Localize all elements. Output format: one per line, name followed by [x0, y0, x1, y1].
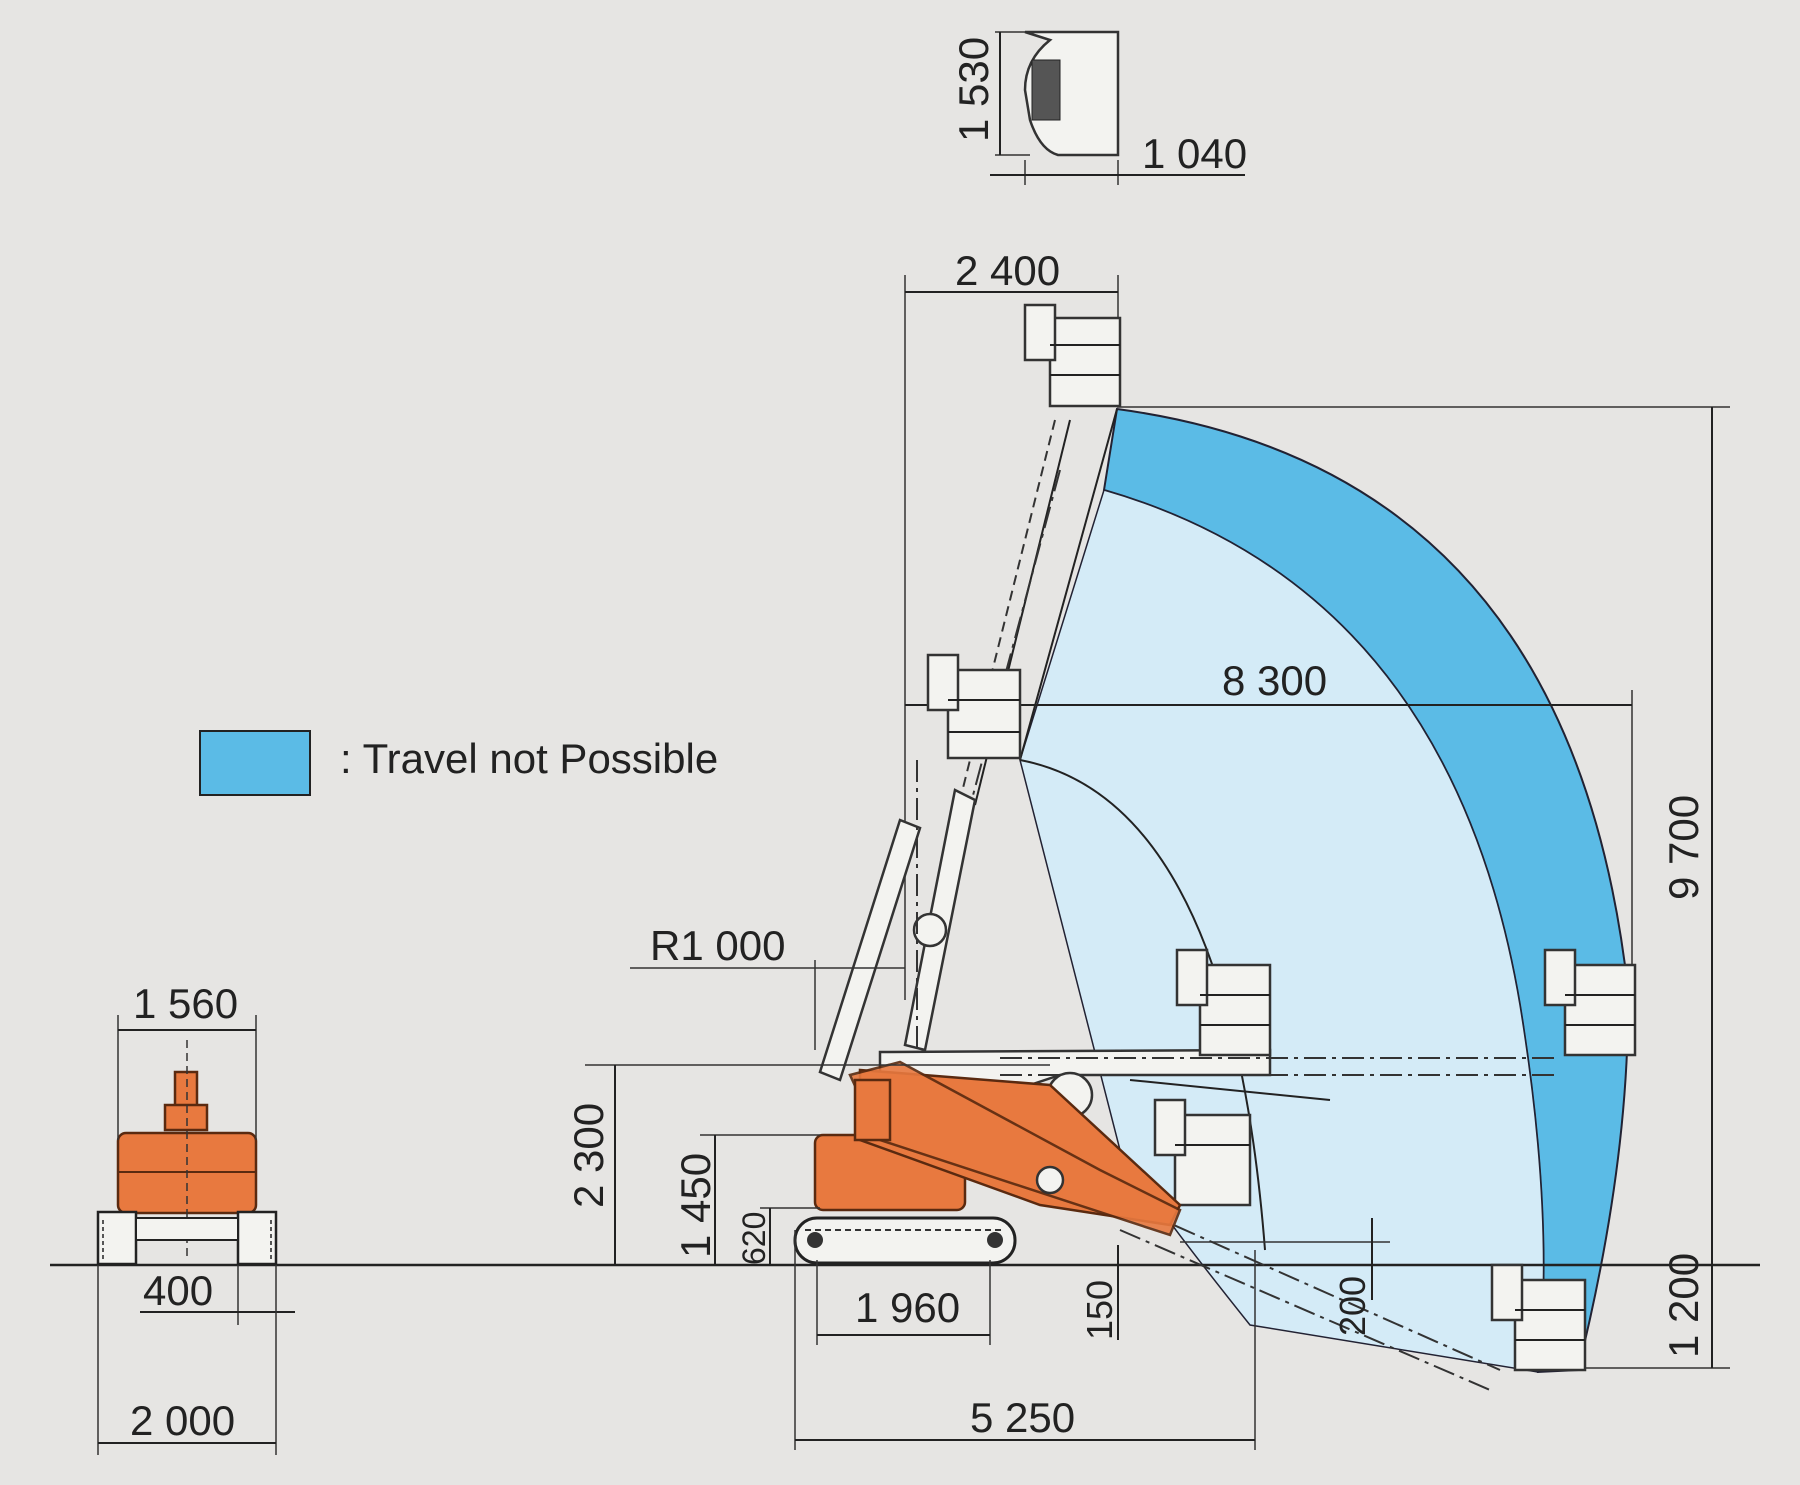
legend-swatch [199, 730, 311, 796]
dim-platform-width: 1 040 [1142, 130, 1247, 177]
dim-pivot-height: 2 300 [565, 1103, 612, 1208]
dim-platform-height: 1 530 [950, 37, 997, 142]
boom-structure [818, 303, 1637, 1391]
dim-front-width: 1 560 [133, 980, 238, 1027]
dim-bottom: 1 960 5 250 150 200 [794, 1218, 1390, 1450]
dim-track-length: 1 960 [855, 1284, 960, 1331]
working-envelope [1019, 407, 1630, 1374]
dim-max-outreach: 8 300 [1222, 657, 1327, 704]
dim-machine-left: 2 300 1 450 620 R1 000 [565, 922, 1050, 1265]
dim-track-height: 620 [736, 1212, 772, 1265]
dim-front-track-width: 400 [143, 1267, 213, 1314]
dim-height-group: 9 700 1 200 [1117, 406, 1730, 1369]
dim-overall-length: 5 250 [970, 1394, 1075, 1441]
inner-radius-arc [1019, 759, 1266, 1251]
dim-max-height: 9 700 [1660, 795, 1707, 900]
dim-tail-200: 200 [1332, 1276, 1373, 1336]
dim-top-reach: 2 400 [955, 247, 1060, 294]
legend: : Travel not Possible [199, 730, 718, 796]
dim-turning-radius: R1 000 [650, 922, 785, 969]
dim-below-ground: 1 200 [1660, 1253, 1707, 1358]
upper-boom-edge [1019, 408, 1118, 761]
dim-front-view: 1 560 400 2 000 [97, 980, 295, 1455]
dim-tail-150: 150 [1079, 1280, 1120, 1340]
inner-reach-zone [1019, 489, 1545, 1373]
dim-front-overall-width: 2 000 [130, 1397, 235, 1444]
legend-label: : Travel not Possible [340, 735, 718, 782]
dim-outreach-group: 8 300 [905, 657, 1633, 1010]
platform-plan-view: 1 530 1 040 [950, 30, 1247, 185]
machine-front-view [96, 1040, 278, 1266]
dim-body-height: 1 450 [672, 1153, 719, 1258]
